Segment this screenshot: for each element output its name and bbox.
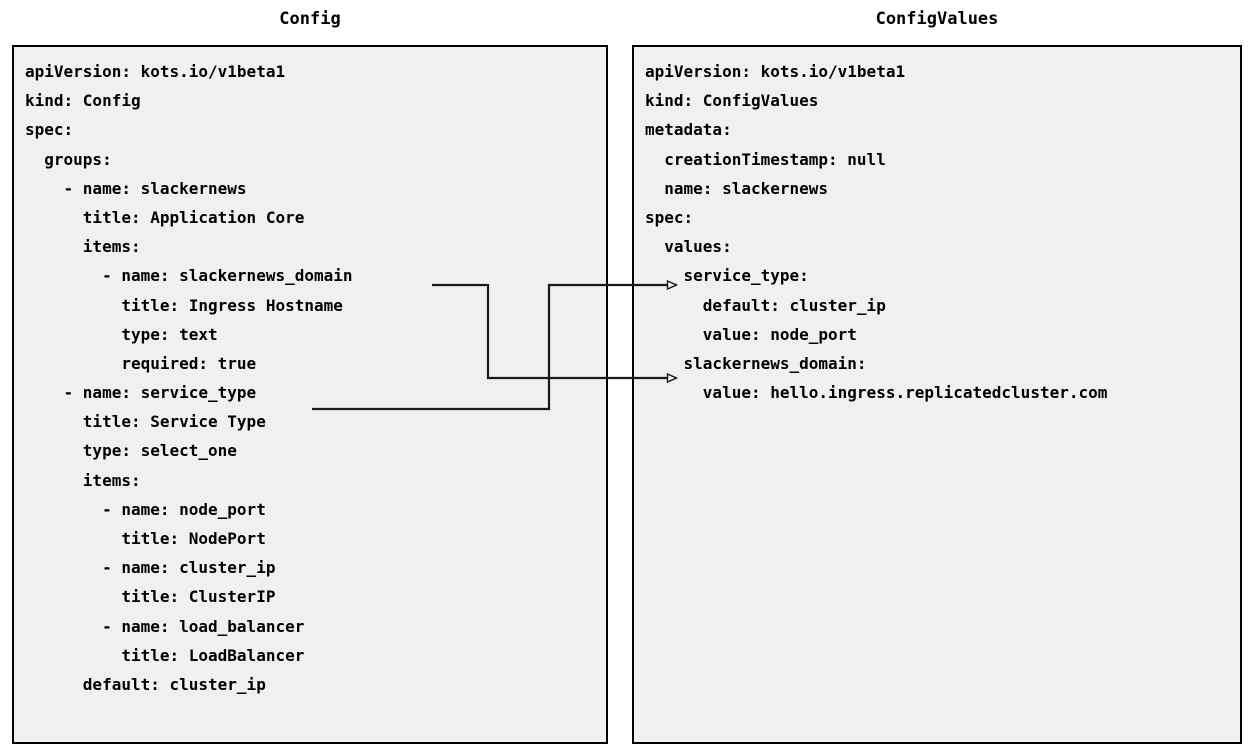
configvalues-yaml-line: name: slackernews xyxy=(645,178,829,198)
config-yaml-line: title: LoadBalancer xyxy=(25,645,305,665)
configvalues-yaml-block: apiVersion: kots.io/v1beta1 kind: ConfigV… xyxy=(634,47,1240,407)
configvalues-panel-title: ConfigValues xyxy=(875,9,999,29)
configvalues-yaml-line: default: cluster_ip xyxy=(645,295,886,315)
config-yaml-line: spec: xyxy=(25,120,74,140)
configvalues-panel: apiVersion: kots.io/v1beta1 kind: ConfigV… xyxy=(632,45,1242,744)
configvalues-yaml-line: slackernews_domain: xyxy=(645,353,867,373)
configvalues-yaml-line: value: hello.ingress.replicatedcluster.c… xyxy=(645,383,1108,403)
configvalues-yaml-line: creationTimestamp: null xyxy=(645,149,886,169)
config-yaml-line: - name: service_type xyxy=(25,383,257,403)
config-panel: apiVersion: kots.io/v1beta1 kind: Config s… xyxy=(12,45,608,744)
config-yaml-line: - name: load_balancer xyxy=(25,616,305,636)
config-panel-title: Config xyxy=(279,9,341,29)
config-yaml-line: items: xyxy=(25,237,141,257)
configvalues-yaml-line: kind: ConfigValues xyxy=(645,91,819,111)
configvalues-yaml-line: service_type: xyxy=(645,266,809,286)
config-yaml-line: apiVersion: kots.io/v1beta1 xyxy=(25,62,286,81)
config-yaml-line: kind: Config xyxy=(25,91,141,111)
config-yaml-line: title: Service Type xyxy=(25,412,266,432)
configvalues-yaml-line: spec: xyxy=(645,207,694,227)
config-yaml-line: - name: slackernews xyxy=(25,178,247,198)
config-yaml-line: title: ClusterIP xyxy=(25,587,276,607)
configvalues-yaml-line: apiVersion: kots.io/v1beta1 xyxy=(645,62,906,81)
configvalues-yaml-line: values: xyxy=(645,237,732,257)
config-yaml-line: type: text xyxy=(25,324,218,344)
config-yaml-line: - name: node_port xyxy=(25,499,266,519)
config-yaml-line: - name: slackernews_domain xyxy=(25,266,353,286)
configvalues-yaml-line: metadata: xyxy=(645,120,732,140)
config-yaml-line: title: Ingress Hostname xyxy=(25,295,343,315)
config-yaml-block: apiVersion: kots.io/v1beta1 kind: Config s… xyxy=(14,47,606,699)
configvalues-yaml-line: value: node_port xyxy=(645,324,857,344)
config-yaml-line: required: true xyxy=(25,353,257,373)
config-yaml-line: groups: xyxy=(25,149,112,169)
config-yaml-line: items: xyxy=(25,470,141,490)
config-yaml-line: title: Application Core xyxy=(25,207,305,227)
config-yaml-line: type: select_one xyxy=(25,441,237,461)
config-yaml-line: - name: cluster_ip xyxy=(25,558,276,578)
config-yaml-line: title: NodePort xyxy=(25,529,266,548)
config-yaml-line: default: cluster_ip xyxy=(25,674,266,694)
